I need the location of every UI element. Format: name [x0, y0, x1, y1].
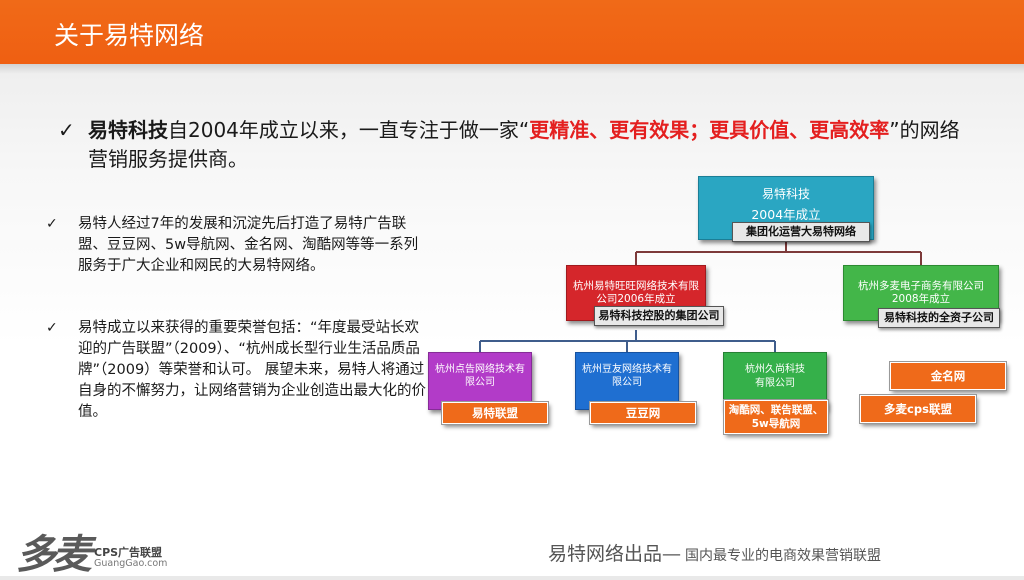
node-title: 易特科技: [761, 187, 810, 201]
node-title: 杭州久尚科技: [745, 364, 805, 375]
bullet-text: 易特成立以来获得的重要荣誉包括：“年度最受站长欢迎的广告联盟”（2009）、“杭…: [78, 320, 426, 420]
product-duomai-cps: 多麦cps联盟: [859, 394, 977, 424]
intro-highlight: 更精准、更有效果；更具价值、更高效率: [529, 118, 890, 142]
duomai-logo: 多麦 CPS广告联盟 GuangGao.com: [16, 522, 167, 580]
page-title: 关于易特网络: [54, 21, 205, 50]
node-title: 杭州易特旺旺网络技术有限: [573, 280, 699, 292]
checkmark-icon: ✓: [46, 216, 58, 232]
intro-text-2: ”的网络营销服务提供商。: [88, 118, 960, 171]
product-line: 5w导航网: [751, 418, 801, 430]
bullet-development: ✓ 易特人经过7年的发展和沉淀先后打造了易特广告联盟、豆豆网、5w导航网、金名网…: [46, 214, 431, 277]
tagline-sub: 国内最专业的电商效果营销联盟: [685, 548, 882, 564]
node-title: 杭州豆友网络技术有: [582, 364, 672, 375]
header-shadow: [0, 64, 1024, 74]
footer-tagline: 易特网络出品—国内最专业的电商效果营销联盟: [548, 539, 881, 566]
product-taoku-5w: 淘酷网、联告联盟、 5w导航网: [723, 399, 829, 435]
logo-subtitle: CPS广告联盟: [94, 546, 163, 559]
product-yite-union: 易特联盟: [441, 401, 549, 425]
node-title: 杭州多麦电子商务有限公司: [858, 280, 984, 292]
label-group-operation: 集团化运营大易特网络: [732, 222, 870, 242]
label-holding-company: 易特科技控股的集团公司: [594, 306, 724, 326]
logo-url: GuangGao.com: [94, 558, 168, 569]
label-subsidiary: 易特科技的全资子公司: [878, 308, 1000, 328]
header-bar: 关于易特网络: [0, 0, 1024, 64]
tagline-main: 易特网络出品—: [548, 543, 682, 565]
node-subtitle: 2004年成立: [751, 207, 821, 222]
logo-mark: 多麦: [16, 531, 92, 578]
node-subtitle: 限公司: [612, 377, 642, 388]
node-title: 杭州点告网络技术有: [435, 364, 525, 375]
node-subtitle: 有限公司: [755, 378, 795, 389]
node-subtitle: 2008年成立: [891, 293, 951, 305]
product-line: 淘酷网、联告联盟、: [728, 404, 824, 416]
node-diangao: 杭州点告网络技术有 限公司: [428, 352, 532, 410]
bullet-honors: ✓ 易特成立以来获得的重要荣誉包括：“年度最受站长欢迎的广告联盟”（2009）、…: [46, 318, 431, 423]
node-subtitle: 公司2006年成立: [596, 293, 676, 305]
company-name: 易特科技: [88, 118, 168, 142]
intro-text-1: 自2004年成立以来，一直专注于做一家“: [168, 118, 530, 142]
node-subtitle: 限公司: [465, 377, 495, 388]
checkmark-icon: ✓: [58, 118, 75, 142]
product-jinming: 金名网: [889, 361, 1007, 391]
product-doudou: 豆豆网: [589, 401, 697, 425]
checkmark-icon: ✓: [46, 320, 58, 336]
bullet-text: 易特人经过7年的发展和沉淀先后打造了易特广告联盟、豆豆网、5w导航网、金名网、淘…: [78, 216, 419, 274]
intro-statement: ✓ 易特科技自2004年成立以来，一直专注于做一家“更精准、更有效果；更具价值、…: [58, 116, 968, 174]
